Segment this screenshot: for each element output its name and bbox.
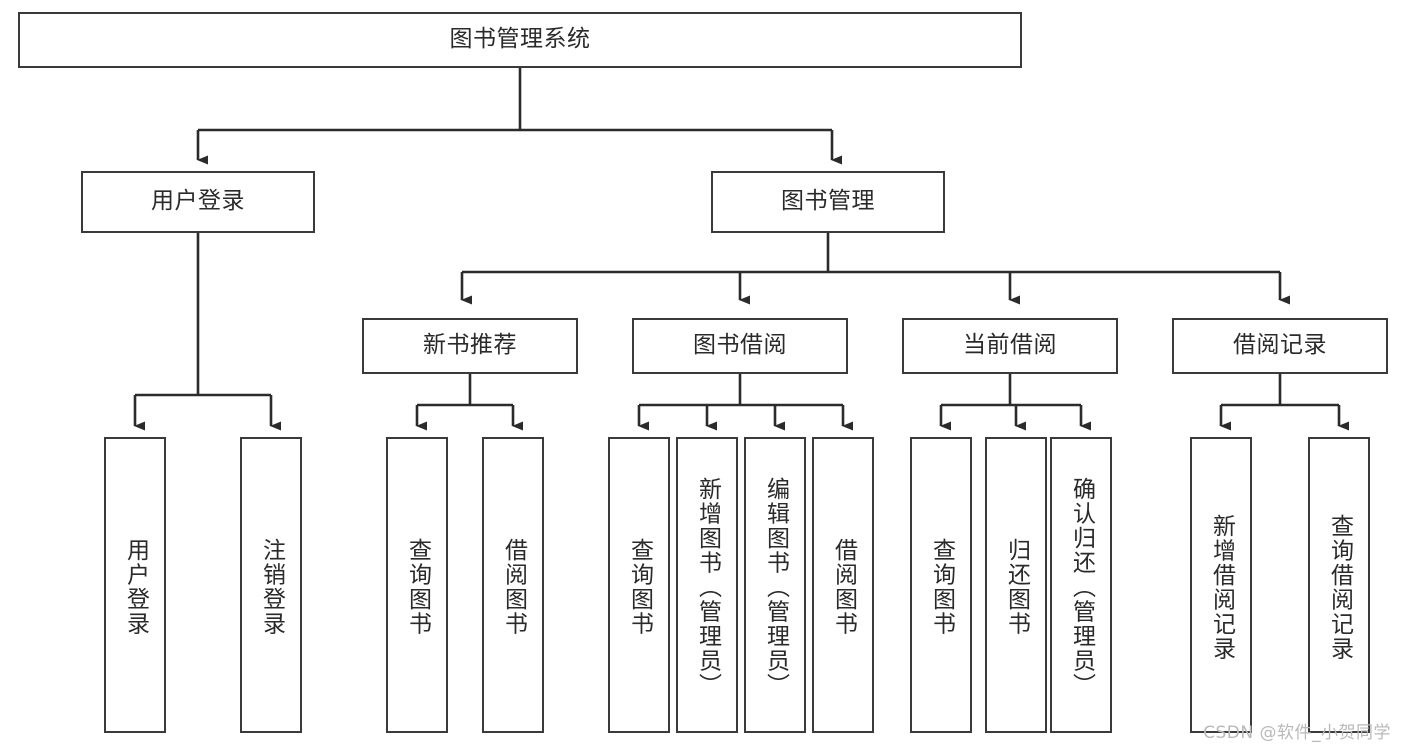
node-leaf-query-book-rec[interactable]: 查询图书 <box>386 437 448 733</box>
watermark-text: CSDN @软件_小贺同学 <box>1203 723 1391 743</box>
node-leaf-confirm-return-label: 确认归还（管理员） <box>1068 476 1095 698</box>
node-leaf-add-record[interactable]: 新增借阅记录 <box>1190 437 1252 733</box>
node-book-manage[interactable]: 图书管理 <box>711 171 945 233</box>
node-leaf-query-record[interactable]: 查询借阅记录 <box>1308 437 1370 733</box>
node-leaf-logout[interactable]: 注销登录 <box>240 437 302 733</box>
node-leaf-borrow-book-label: 借阅图书 <box>830 538 857 636</box>
node-borrow-record[interactable]: 借阅记录 <box>1172 318 1388 374</box>
node-leaf-borrow-book[interactable]: 借阅图书 <box>812 437 874 733</box>
node-new-book-rec[interactable]: 新书推荐 <box>362 318 578 374</box>
node-leaf-query-book-borrow-label: 查询图书 <box>626 538 653 636</box>
node-leaf-edit-book-label: 编辑图书（管理员） <box>762 476 789 698</box>
node-book-manage-label: 图书管理 <box>781 188 875 215</box>
node-leaf-return-book-label: 归还图书 <box>1003 538 1030 636</box>
node-leaf-add-book-label: 新增图书（管理员） <box>694 476 721 698</box>
node-leaf-user-login-label: 用户登录 <box>122 538 149 636</box>
node-book-borrow-label: 图书借阅 <box>693 332 787 359</box>
node-new-book-rec-label: 新书推荐 <box>423 332 517 359</box>
node-user-login-label: 用户登录 <box>151 188 245 215</box>
node-leaf-query-book-cur-label: 查询图书 <box>928 538 955 636</box>
node-borrow-record-label: 借阅记录 <box>1233 332 1327 359</box>
node-user-login[interactable]: 用户登录 <box>81 171 315 233</box>
node-leaf-borrow-book-rec[interactable]: 借阅图书 <box>482 437 544 733</box>
node-leaf-add-book[interactable]: 新增图书（管理员） <box>676 437 738 733</box>
node-current-borrow[interactable]: 当前借阅 <box>902 318 1118 374</box>
node-leaf-confirm-return[interactable]: 确认归还（管理员） <box>1050 437 1112 733</box>
node-leaf-add-record-label: 新增借阅记录 <box>1208 513 1235 661</box>
node-leaf-query-record-label: 查询借阅记录 <box>1326 513 1353 661</box>
node-leaf-borrow-book-rec-label: 借阅图书 <box>500 538 527 636</box>
node-leaf-query-book-cur[interactable]: 查询图书 <box>910 437 972 733</box>
node-root[interactable]: 图书管理系统 <box>18 12 1022 68</box>
node-root-label: 图书管理系统 <box>449 26 591 53</box>
node-book-borrow[interactable]: 图书借阅 <box>632 318 848 374</box>
node-leaf-query-book-borrow[interactable]: 查询图书 <box>608 437 670 733</box>
node-leaf-edit-book[interactable]: 编辑图书（管理员） <box>744 437 806 733</box>
node-leaf-logout-label: 注销登录 <box>258 538 285 636</box>
node-leaf-return-book[interactable]: 归还图书 <box>985 437 1047 733</box>
node-leaf-user-login[interactable]: 用户登录 <box>104 437 166 733</box>
node-current-borrow-label: 当前借阅 <box>963 332 1057 359</box>
node-leaf-query-book-rec-label: 查询图书 <box>404 538 431 636</box>
